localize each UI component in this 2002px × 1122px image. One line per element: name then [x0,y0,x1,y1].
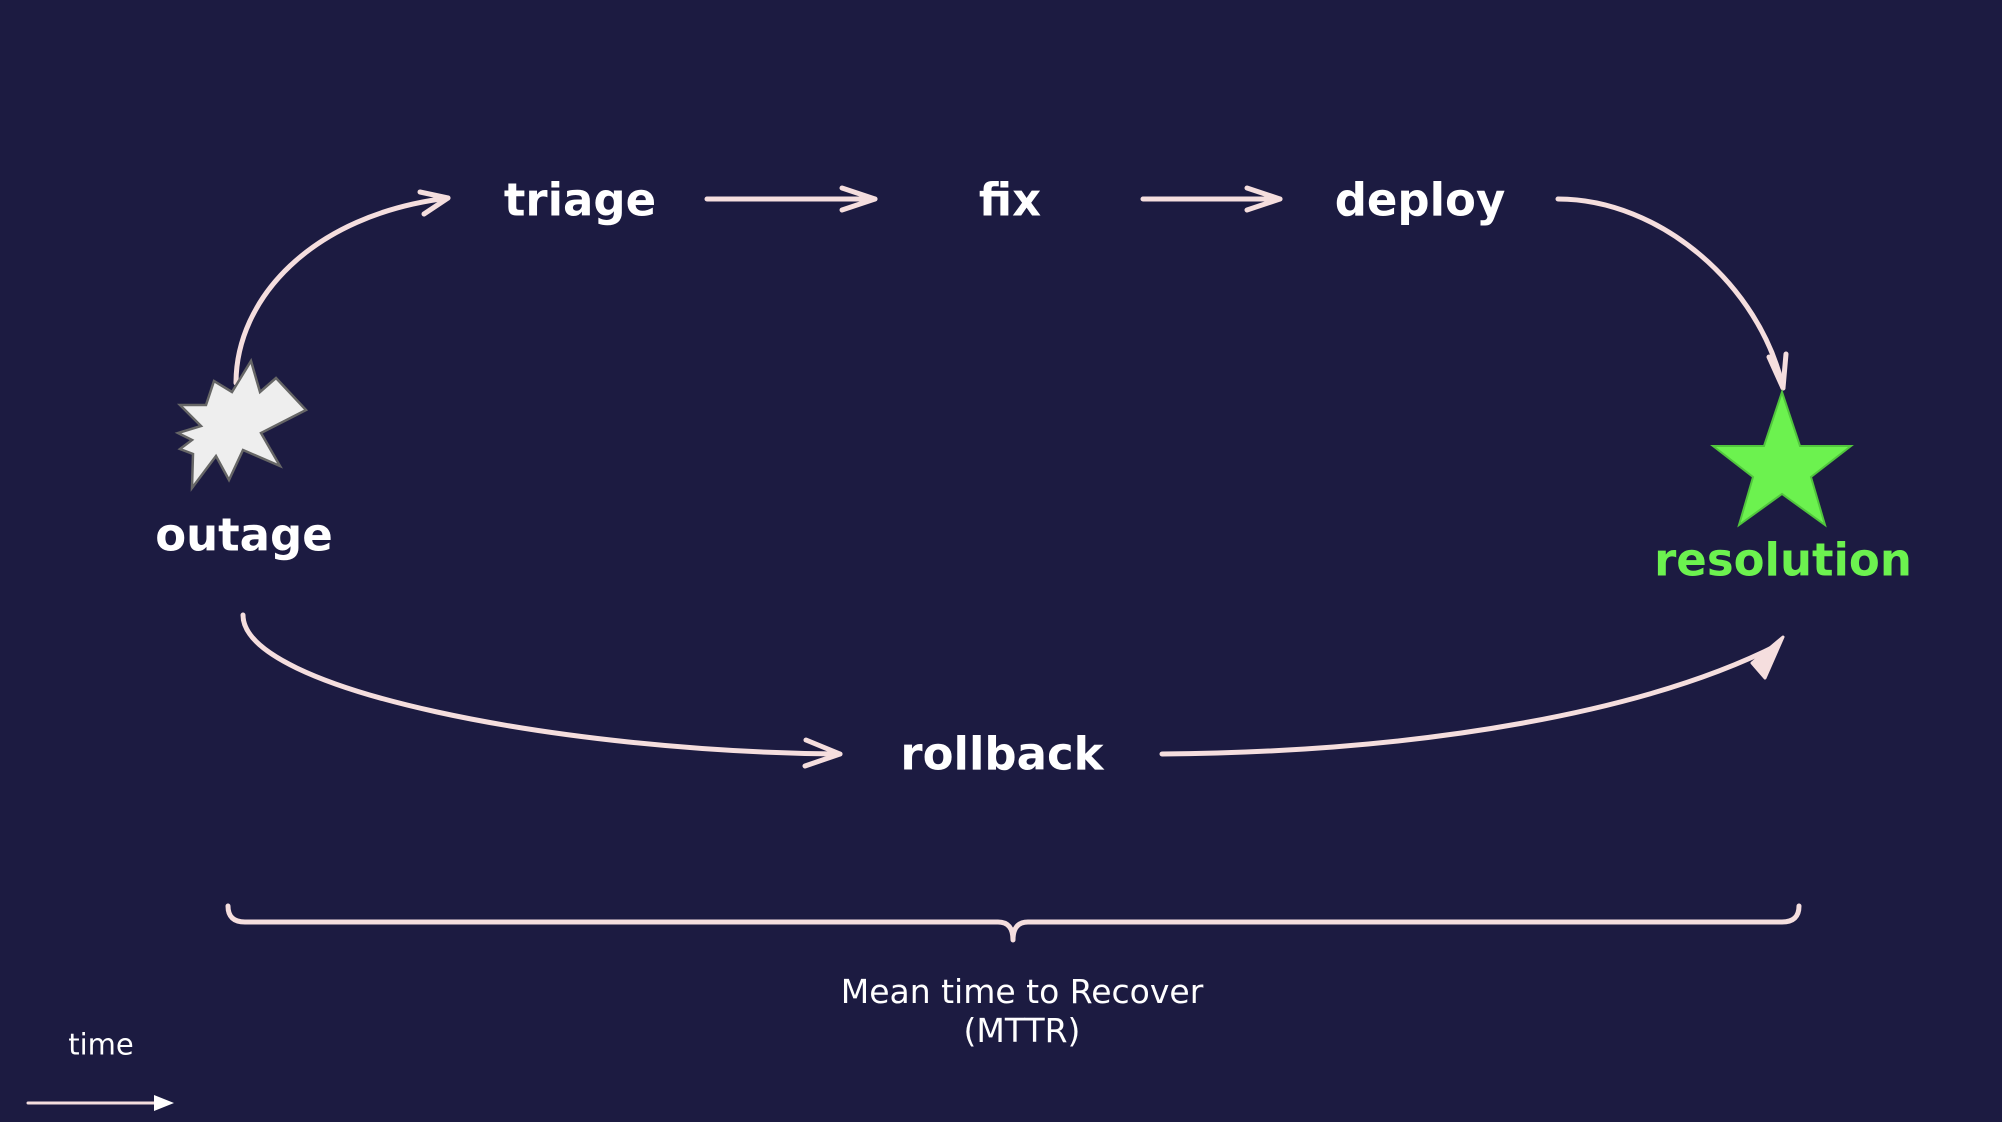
arrow-deploy-to-resolution [1555,196,1786,391]
arrow-outage-to-rollback [240,612,843,757]
node-triage: triage [503,173,657,227]
node-resolution: resolution [1654,533,1912,587]
node-deploy: deploy [1334,173,1506,227]
time-axis-arrowhead [154,1095,174,1111]
star-icon [1710,388,1854,528]
arrowhead-deploy [1244,185,1283,213]
node-outage: outage [155,508,333,562]
explosion-burst-icon [174,357,309,492]
arrow-outage-to-triage [233,195,451,386]
arrowhead-resolution-bottom [1750,635,1785,680]
arrowhead-rollback [802,737,843,769]
mttr-caption-line1: Mean time to Recover [840,972,1204,1012]
mttr-caption: Mean time to Recover (MTTR) [840,972,1204,1051]
arrowhead-fix [839,185,878,213]
arrow-rollback-to-resolution [1159,642,1781,757]
mttr-brace [225,903,1802,943]
node-fix: fix [978,173,1042,227]
arrowhead-triage [417,189,451,217]
arrowhead-resolution-top [1766,351,1789,391]
time-axis-label: time [68,1027,134,1062]
mttr-caption-line2: (MTTR) [963,1011,1081,1050]
node-rollback: rollback [900,727,1104,781]
